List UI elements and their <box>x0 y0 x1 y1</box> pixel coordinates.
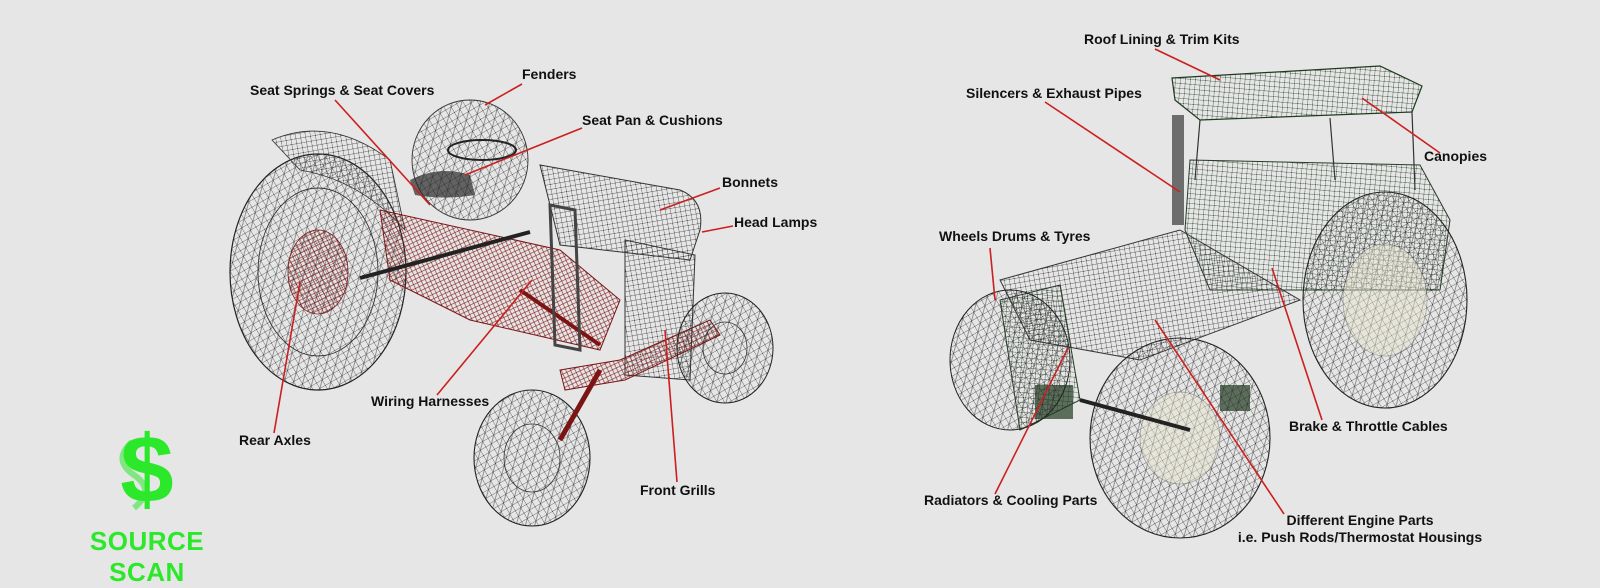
leader-silencers <box>1044 101 1181 193</box>
leader-bonnets <box>659 187 721 211</box>
leader-radiators <box>994 347 1069 495</box>
left-leader-lines <box>273 83 734 483</box>
steering-wheel <box>447 139 517 161</box>
chassis <box>379 209 621 351</box>
front-wheel-right <box>676 292 774 404</box>
left-tractor-wireframe <box>229 99 774 527</box>
right-tractor-wireframe <box>949 65 1468 539</box>
label-engine-parts-line1: Different Engine Parts <box>1286 512 1434 528</box>
label-bonnets: Bonnets <box>722 174 778 190</box>
bonnet <box>539 164 702 261</box>
logo-text: SOURCE SCAN <box>89 526 205 587</box>
leader-seat-springs <box>334 99 431 206</box>
label-engine-parts-line2: i.e. Push Rods/Thermostat Housings <box>1237 529 1483 545</box>
front-wheel-left <box>473 389 591 527</box>
leader-wheels <box>989 247 996 301</box>
leader-wiring <box>436 279 533 396</box>
label-silencers: Silencers & Exhaust Pipes <box>966 85 1142 101</box>
leader-brake <box>1271 267 1323 421</box>
label-wiring: Wiring Harnesses <box>371 393 490 409</box>
leader-rear-axles <box>273 281 301 434</box>
leader-roof-lining <box>1154 48 1221 81</box>
label-rear-axles: Rear Axles <box>239 432 311 448</box>
leader-head-lamps <box>701 225 734 233</box>
front-wheel-right <box>1089 337 1271 539</box>
leader-engine-parts <box>1154 319 1285 515</box>
leader-canopies <box>1361 97 1441 154</box>
label-roof-lining: Roof Lining & Trim Kits <box>1084 31 1240 47</box>
right-leader-lines <box>989 48 1441 515</box>
front-wheel-left <box>949 289 1071 431</box>
leader-seat-pan <box>464 127 583 176</box>
label-brake: Brake & Throttle Cables <box>1289 418 1448 434</box>
label-canopies: Canopies <box>1424 148 1488 164</box>
leader-fenders <box>484 83 523 106</box>
canopy-roof <box>1171 65 1423 121</box>
seat <box>410 171 475 198</box>
leader-front-grills <box>664 329 678 483</box>
label-fenders: Fenders <box>522 66 577 82</box>
label-head-lamps: Head Lamps <box>734 214 818 230</box>
label-radiators: Radiators & Cooling Parts <box>924 492 1098 508</box>
source-scan-logo: $ SOURCE SCAN <box>52 416 242 587</box>
exhaust-pipe <box>1172 115 1184 225</box>
label-seat-pan: Seat Pan & Cushions <box>582 112 723 128</box>
rear-wheel-right <box>1302 191 1468 409</box>
label-engine-parts: Different Engine Parts i.e. Push Rods/Th… <box>1228 512 1492 546</box>
label-wheels: Wheels Drums & Tyres <box>939 228 1091 244</box>
dollar-scan-icon: $ <box>119 416 174 523</box>
label-seat-springs: Seat Springs & Seat Covers <box>250 82 435 98</box>
label-front-grills: Front Grills <box>640 482 716 498</box>
